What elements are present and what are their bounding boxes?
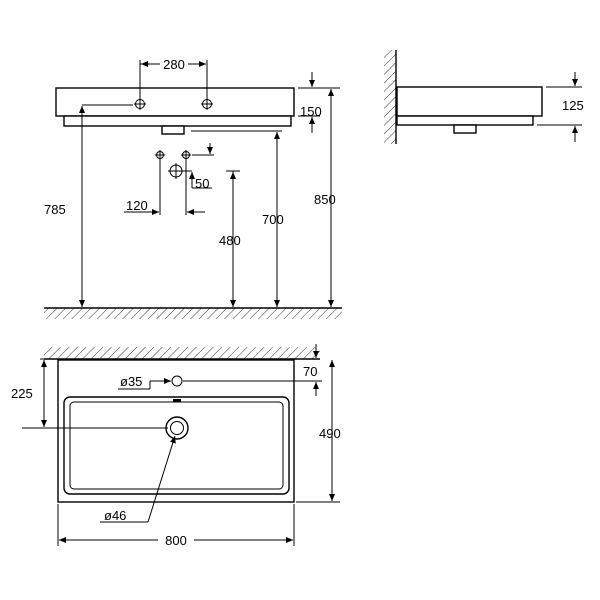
dim-120: 120 [126,198,148,213]
dim-70: 70 [303,364,317,379]
dim-280: 280 [163,57,185,72]
dim-850: 850 [314,192,336,207]
floor-hatch [44,308,342,319]
dim-50: 50 [195,176,209,191]
dim-700: 700 [262,212,284,227]
side-elevation-view: 125 [384,50,584,144]
front-elevation-view: 280 150 850 700 785 [44,57,342,319]
basin-underside-lip [63,115,292,127]
dim-125: 125 [562,98,584,113]
overflow-slot [173,399,181,402]
dim-150: 150 [300,104,322,119]
waste-spigot [161,125,185,135]
plan-view: ø35 70 225 ø46 490 800 [11,344,341,549]
dim-225: 225 [11,386,33,401]
basin-plan-outline [57,359,295,503]
dim-490: 490 [319,426,341,441]
basin-plan-bowl-inner [69,401,284,490]
basin-side-spigot [453,124,477,134]
basin-front-body [55,87,295,117]
dim-480: 480 [219,233,241,248]
dim-800: 800 [165,533,187,548]
wall-hatch [384,50,396,144]
basin-plan-bowl [63,396,290,495]
drain-inner [170,421,184,435]
basin-side-body [396,86,543,117]
dim-o35: ø35 [120,374,142,389]
overflow-hole [171,375,183,387]
dim-785: 785 [44,202,66,217]
basin-side-lip [396,115,534,126]
dim-o46: ø46 [104,508,126,523]
plan-wall-hatch [44,347,320,359]
